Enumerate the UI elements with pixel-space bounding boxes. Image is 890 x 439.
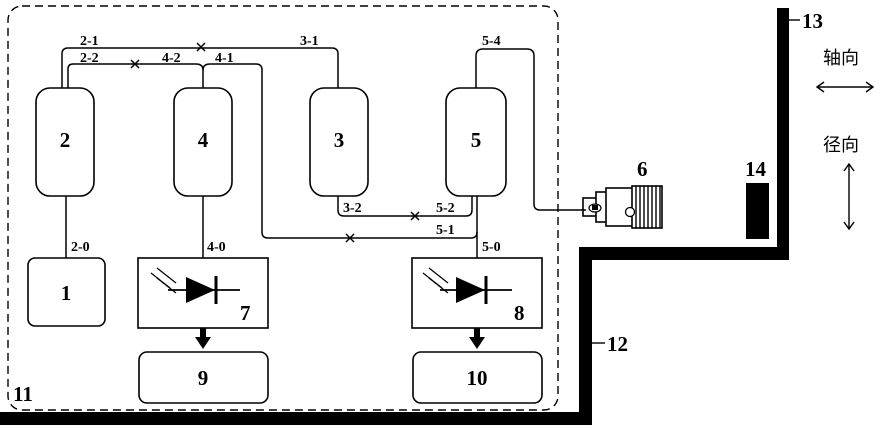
port-4-0: 4-0 (207, 240, 226, 255)
arrow-8-to-10 (469, 328, 485, 349)
label-9: 9 (198, 366, 209, 390)
block-14 (746, 183, 769, 239)
port-3-2: 3-2 (343, 201, 362, 216)
label-3: 3 (334, 128, 345, 152)
port-5-1: 5-1 (436, 223, 455, 238)
port-3-1: 3-1 (300, 34, 319, 49)
port-2-1: 2-1 (80, 34, 99, 49)
label-5: 5 (471, 128, 482, 152)
label-4: 4 (198, 128, 209, 152)
radial-direction-arrow (844, 164, 854, 229)
label-1: 1 (61, 281, 72, 305)
label-2: 2 (60, 128, 71, 152)
axial-label: 轴向 (823, 48, 859, 69)
label-13: 13 (802, 9, 823, 33)
radial-label: 径向 (823, 135, 859, 156)
label-6: 6 (637, 157, 648, 181)
port-5-0: 5-0 (482, 240, 501, 255)
port-4-2: 4-2 (162, 51, 181, 66)
axial-direction-arrow (817, 82, 873, 92)
label-11: 11 (13, 382, 33, 406)
port-4-1: 4-1 (215, 51, 234, 66)
label-14: 14 (745, 157, 767, 181)
label-10: 10 (467, 366, 488, 390)
port-5-2: 5-2 (436, 201, 455, 216)
label-12: 12 (607, 332, 628, 356)
port-2-0: 2-0 (71, 240, 90, 255)
label-7: 7 (240, 301, 251, 325)
port-5-4: 5-4 (482, 34, 501, 49)
arrow-7-to-9 (195, 328, 211, 349)
label-8: 8 (514, 301, 525, 325)
port-2-2: 2-2 (80, 51, 99, 66)
connector-6 (583, 186, 662, 228)
